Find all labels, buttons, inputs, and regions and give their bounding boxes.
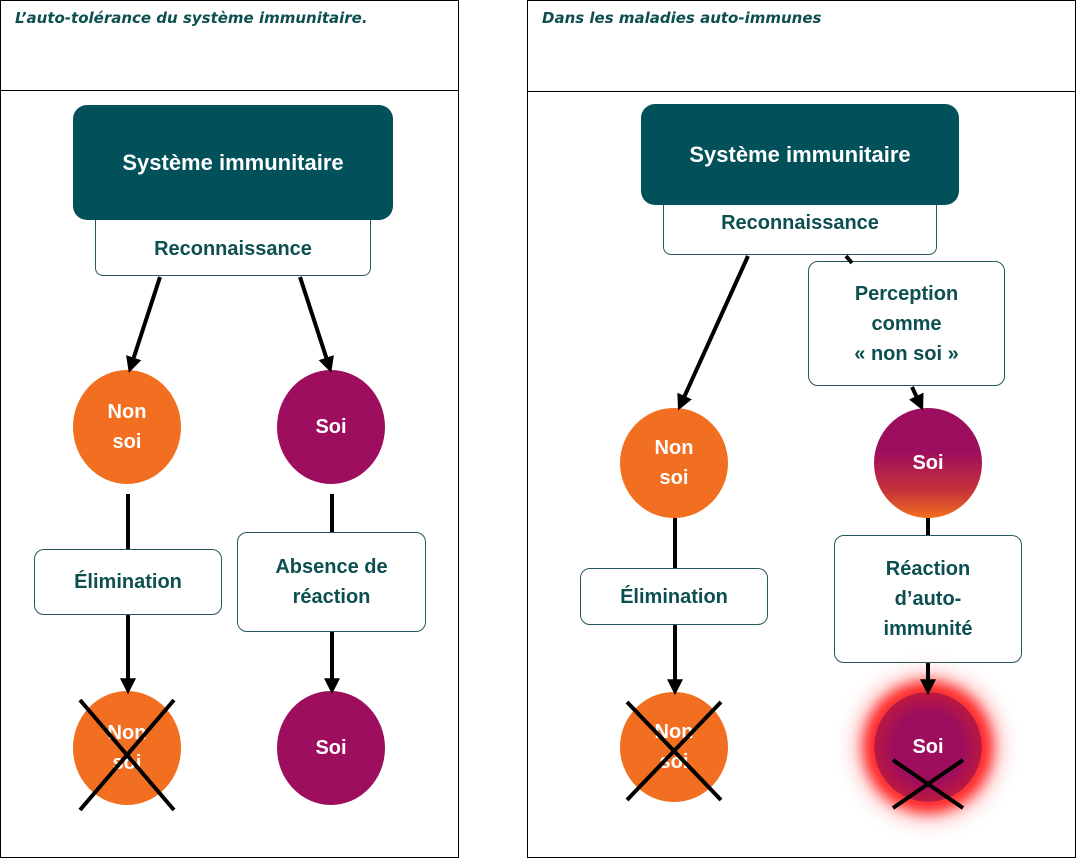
right-immune-system-label: Système immunitaire	[689, 141, 911, 167]
left-arrow-to-self	[298, 276, 334, 373]
right-perception-box: Perception comme « non soi »	[808, 261, 1005, 386]
right-elimination-label: Élimination	[620, 585, 728, 608]
right-elimination-box: Élimination	[580, 568, 768, 625]
right-non-self-circle: Non soi	[620, 408, 728, 518]
left-self-label: Soi	[315, 416, 347, 438]
left-non-self-eliminated-label: Non soi	[107, 722, 147, 774]
right-self-destroyed-label: Soi	[912, 736, 944, 758]
left-non-self-circle: Non soi	[73, 370, 181, 484]
left-elimination-label: Élimination	[74, 571, 182, 593]
right-autoimmune-reaction-label: Réaction d’auto- immunité	[883, 558, 973, 640]
right-arrow-perception-to-self	[909, 386, 924, 411]
right-line-to-perception	[844, 254, 854, 265]
left-cross-mark	[78, 698, 176, 812]
right-autoimmune-reaction-box: Réaction d’auto- immunité	[834, 535, 1022, 663]
left-elimination-box: Élimination	[34, 549, 222, 615]
left-immune-system-label: Système immunitaire	[122, 149, 344, 175]
left-self-result-circle: Soi	[277, 691, 385, 805]
left-no-reaction-box: Absence de réaction	[237, 532, 426, 632]
left-recognition-label: Reconnaissance	[154, 238, 312, 260]
right-recognition-label: Reconnaissance	[721, 212, 879, 234]
right-arrow-to-non-self	[677, 255, 750, 411]
right-header-box: Dans les maladies auto-immunes	[527, 0, 1076, 92]
left-non-self-label: Non soi	[107, 401, 147, 453]
right-self-circle: Soi	[874, 408, 982, 518]
left-header-box: L’auto-tolérance du système immunitaire.	[0, 0, 459, 91]
left-self-circle: Soi	[277, 370, 385, 484]
right-immune-system-box: Système immunitaire	[641, 104, 959, 205]
right-self-cross-mark	[891, 758, 965, 810]
left-arrow-to-non-self	[126, 276, 162, 373]
left-self-result-label: Soi	[315, 737, 347, 759]
right-self-label: Soi	[912, 452, 944, 474]
left-panel-title: L’auto-tolérance du système immunitaire.	[15, 9, 368, 27]
right-panel-title: Dans les maladies auto-immunes	[542, 9, 822, 27]
left-no-reaction-label: Absence de réaction	[275, 556, 388, 608]
left-immune-system-box: Système immunitaire	[73, 105, 393, 220]
right-non-self-cross-mark	[625, 700, 723, 802]
right-perception-label: Perception comme « non soi »	[854, 282, 959, 365]
right-non-self-eliminated-circle: Non soi	[620, 692, 728, 802]
right-non-self-label: Non soi	[654, 437, 694, 489]
